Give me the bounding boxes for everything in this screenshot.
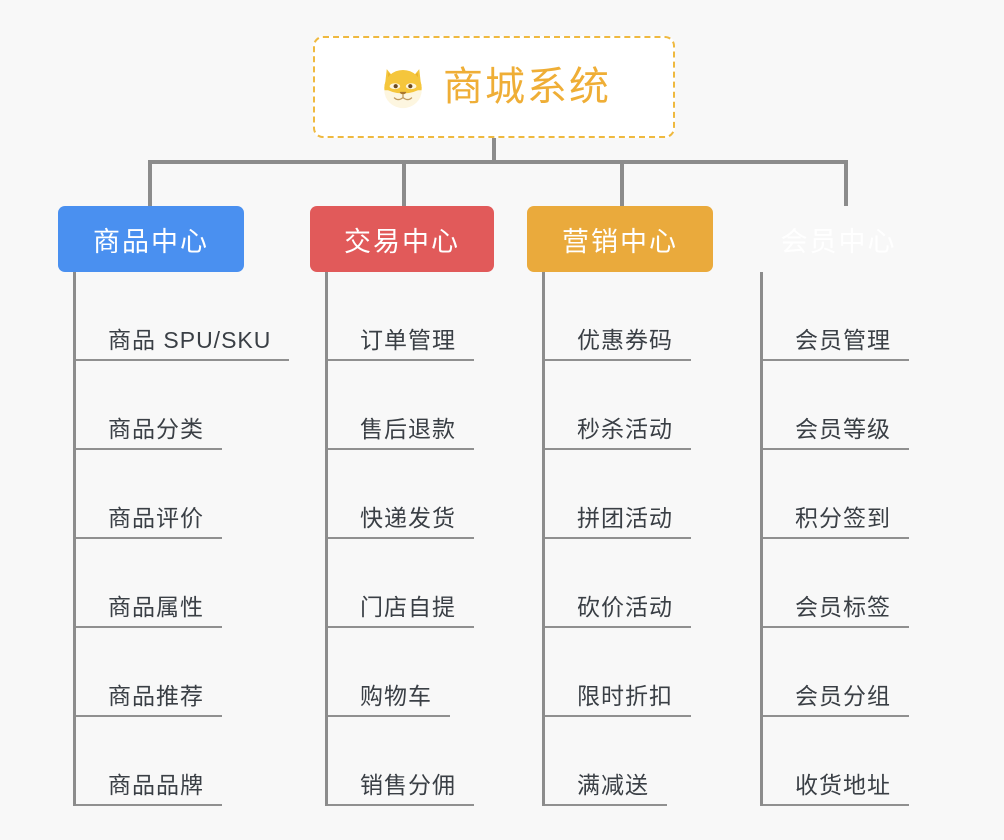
leaf-item[interactable]: 商品 SPU/SKU [76, 272, 290, 361]
leaf-item[interactable]: 会员分组 [763, 628, 909, 717]
leaf-underline: 商品分类 [76, 415, 222, 450]
connector-horizontal-bus [148, 160, 848, 164]
leaf-label: 满减送 [577, 771, 649, 798]
leaf-label: 商品 SPU/SKU [108, 326, 272, 353]
leaf-label: 会员管理 [795, 326, 891, 353]
category-label-product: 商品中心 [93, 226, 209, 257]
category-box-trade[interactable]: 交易中心 [310, 206, 494, 272]
leaf-item[interactable]: 商品评价 [76, 450, 222, 539]
leaf-label: 销售分佣 [360, 771, 456, 798]
leaf-label: 积分签到 [795, 504, 891, 531]
leaf-underline: 快递发货 [328, 504, 474, 539]
leaf-item[interactable]: 订单管理 [328, 272, 474, 361]
connector-drop-product [148, 160, 152, 206]
leaf-item[interactable]: 商品属性 [76, 539, 222, 628]
root-node[interactable]: 商城系统 [313, 36, 675, 138]
leaf-underline: 门店自提 [328, 593, 474, 628]
category-label-trade: 交易中心 [344, 226, 460, 257]
leaf-underline: 购物车 [328, 682, 450, 717]
leaf-item[interactable]: 售后退款 [328, 361, 474, 450]
leaf-label: 会员分组 [795, 682, 891, 709]
leaf-underline: 商品属性 [76, 593, 222, 628]
leaf-label: 收货地址 [795, 771, 891, 798]
leaf-label: 商品属性 [108, 593, 204, 620]
category-label-marketing: 营销中心 [562, 226, 678, 257]
leaf-underline: 满减送 [545, 771, 667, 806]
leaf-underline: 秒杀活动 [545, 415, 691, 450]
leaf-item[interactable]: 商品品牌 [76, 717, 222, 806]
leaf-item[interactable]: 购物车 [328, 628, 450, 717]
connector-drop-member [844, 160, 848, 206]
leaf-label: 购物车 [360, 682, 432, 709]
leaf-item[interactable]: 会员标签 [763, 539, 909, 628]
leaf-label: 商品分类 [108, 415, 204, 442]
leaf-underline: 优惠券码 [545, 326, 691, 361]
leaf-label: 限时折扣 [577, 682, 673, 709]
leaf-item[interactable]: 快递发货 [328, 450, 474, 539]
shiba-dog-icon [377, 61, 429, 113]
leaf-underline: 限时折扣 [545, 682, 691, 717]
leaf-item[interactable]: 优惠券码 [545, 272, 691, 361]
category-box-marketing[interactable]: 营销中心 [527, 206, 713, 272]
leaf-item[interactable]: 商品分类 [76, 361, 222, 450]
leaf-underline: 商品品牌 [76, 771, 222, 806]
leaf-label: 商品品牌 [108, 771, 204, 798]
connector-drop-marketing [620, 160, 624, 206]
leaf-spine [542, 272, 545, 806]
leaf-label: 快递发货 [360, 504, 456, 531]
leaf-label: 订单管理 [360, 326, 456, 353]
leaf-label: 商品评价 [108, 504, 204, 531]
leaf-item[interactable]: 限时折扣 [545, 628, 691, 717]
leaf-item[interactable]: 商品推荐 [76, 628, 222, 717]
root-title: 商城系统 [443, 65, 611, 109]
connector-root-stem [492, 138, 496, 164]
leaf-underline: 商品 SPU/SKU [76, 326, 290, 361]
leaf-label: 砍价活动 [577, 593, 673, 620]
leaf-underline: 商品推荐 [76, 682, 222, 717]
leaf-item[interactable]: 积分签到 [763, 450, 909, 539]
leaf-underline: 积分签到 [763, 504, 909, 539]
leaf-label: 优惠券码 [577, 326, 673, 353]
leaf-underline: 商品评价 [76, 504, 222, 539]
leaf-label: 秒杀活动 [577, 415, 673, 442]
leaf-item[interactable]: 秒杀活动 [545, 361, 691, 450]
leaf-underline: 会员分组 [763, 682, 909, 717]
leaf-underline: 售后退款 [328, 415, 474, 450]
leaf-label: 会员标签 [795, 593, 891, 620]
category-box-member[interactable]: 会员中心 [745, 206, 932, 272]
leaf-label: 会员等级 [795, 415, 891, 442]
connector-drop-trade [402, 160, 406, 206]
leaf-item[interactable]: 门店自提 [328, 539, 474, 628]
leaf-underline: 拼团活动 [545, 504, 691, 539]
leaf-underline: 销售分佣 [328, 771, 474, 806]
leaf-underline: 收货地址 [763, 771, 909, 806]
leaf-underline: 会员等级 [763, 415, 909, 450]
leaf-underline: 订单管理 [328, 326, 474, 361]
leaf-spine [325, 272, 328, 806]
leaf-item[interactable]: 会员等级 [763, 361, 909, 450]
leaf-underline: 会员管理 [763, 326, 909, 361]
leaf-item[interactable]: 拼团活动 [545, 450, 691, 539]
leaf-item[interactable]: 满减送 [545, 717, 667, 806]
leaf-item[interactable]: 销售分佣 [328, 717, 474, 806]
leaf-label: 门店自提 [360, 593, 456, 620]
leaf-label: 售后退款 [360, 415, 456, 442]
category-box-product[interactable]: 商品中心 [58, 206, 244, 272]
leaf-underline: 砍价活动 [545, 593, 691, 628]
leaf-underline: 会员标签 [763, 593, 909, 628]
leaf-item[interactable]: 收货地址 [763, 717, 909, 806]
leaf-spine [760, 272, 763, 806]
leaf-item[interactable]: 会员管理 [763, 272, 909, 361]
leaf-item[interactable]: 砍价活动 [545, 539, 691, 628]
leaf-spine [73, 272, 76, 806]
category-label-member: 会员中心 [780, 226, 897, 257]
leaf-label: 拼团活动 [577, 504, 673, 531]
leaf-label: 商品推荐 [108, 682, 204, 709]
